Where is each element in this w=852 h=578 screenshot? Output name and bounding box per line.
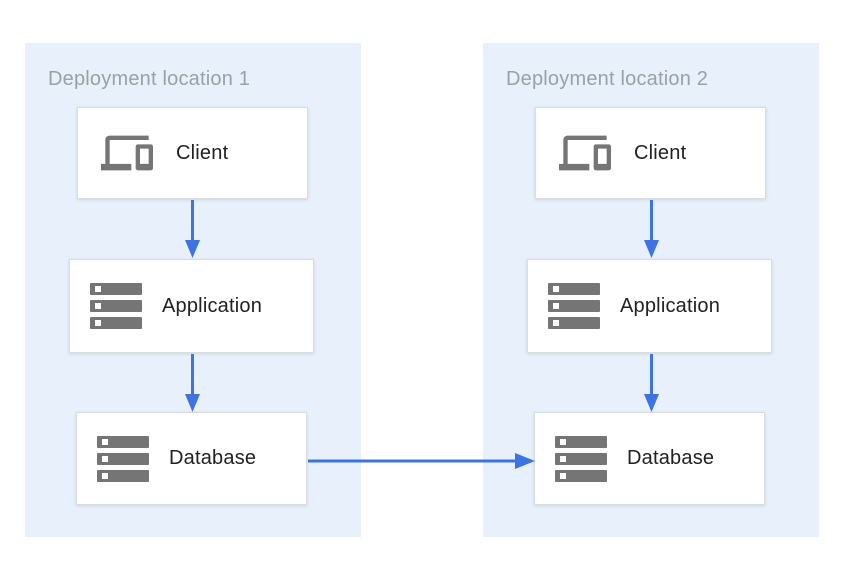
deployment-location-1-panel: Deployment location 1 Client Application [25,43,361,537]
arrow-database-1-to-database-2 [308,453,535,469]
arrow-head-right-icon [515,453,535,469]
arrow-head-down-icon [185,394,200,412]
node-client-1: Client [77,107,308,199]
node-client-2: Client [535,107,766,199]
arrow-client-to-application-2 [644,200,659,258]
arrow-application-to-database-1 [185,354,200,412]
arrow-head-down-icon [644,240,659,258]
node-label: Client [634,141,687,164]
node-label: Application [162,294,263,317]
node-label: Database [627,447,715,469]
panel-title: Deployment location 2 [506,68,709,90]
devices-icon [559,135,611,171]
devices-icon [101,135,153,171]
storage-icon [548,283,600,329]
panel-title: Deployment location 1 [48,68,251,90]
arrow-head-down-icon [644,394,659,412]
storage-icon [555,435,607,482]
deployment-location-2-panel: Deployment location 2 Client Application [483,43,819,537]
arrow-head-down-icon [185,240,200,258]
storage-icon [97,435,149,482]
arrow-client-to-application-1 [185,200,200,258]
node-application-2: Application [527,259,772,353]
node-label: Database [169,447,257,469]
node-label: Application [620,294,721,317]
node-database-1: Database [76,412,307,505]
node-label: Client [176,141,229,164]
node-application-1: Application [69,259,314,353]
node-database-2: Database [534,412,765,505]
arrow-application-to-database-2 [644,354,659,412]
storage-icon [90,283,142,329]
